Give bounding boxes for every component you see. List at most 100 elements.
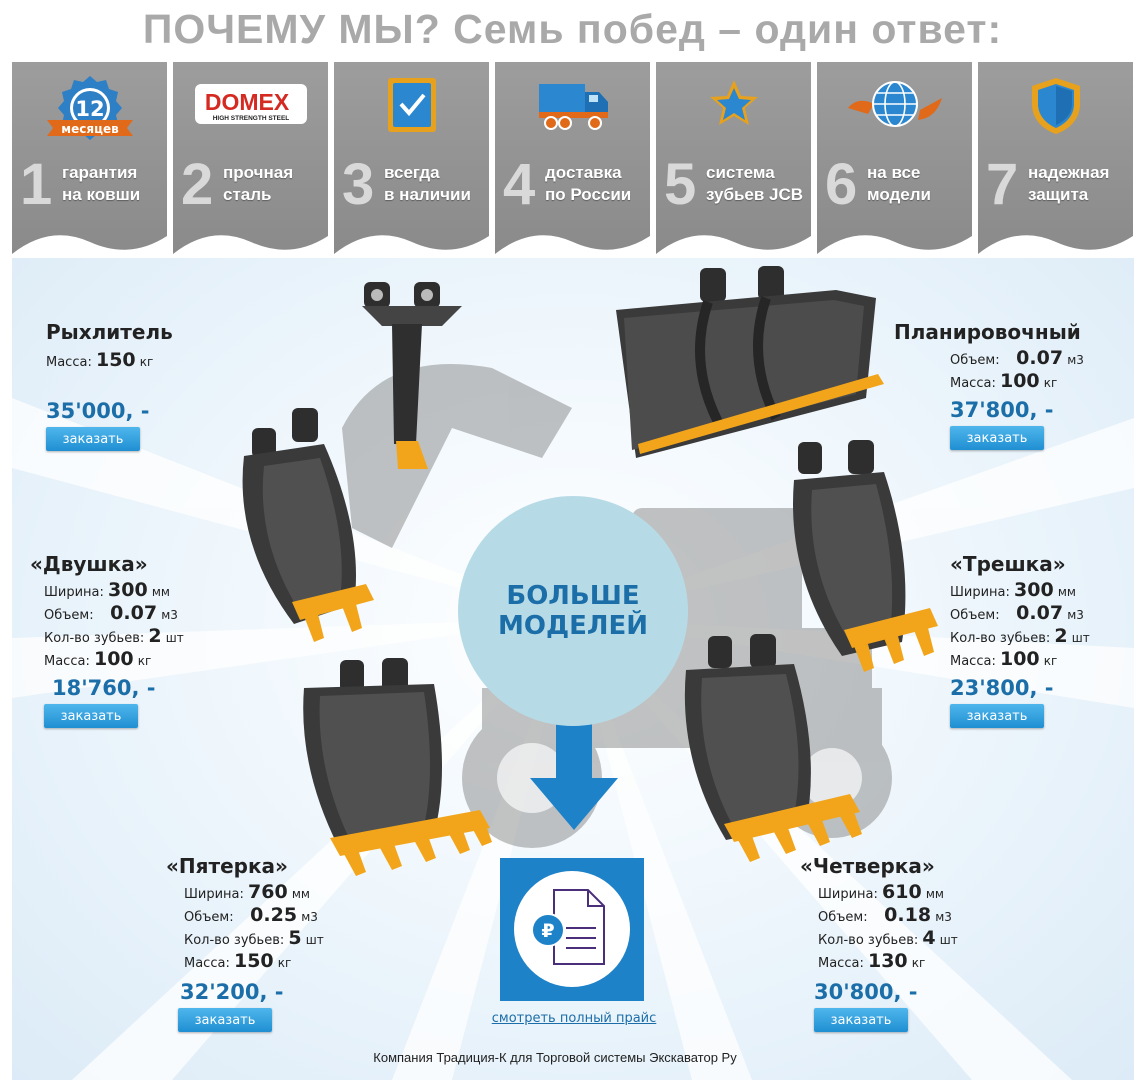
order-button[interactable]: заказать: [44, 704, 138, 728]
advantage-number: 6: [825, 152, 858, 217]
order-button[interactable]: заказать: [814, 1008, 908, 1032]
ruble-document-icon: ₽: [514, 871, 630, 987]
spec-row: Кол-во зубьев: 2 шт: [950, 625, 1090, 647]
order-button[interactable]: заказать: [178, 1008, 272, 1032]
product-name: «Пятерка»: [166, 854, 288, 878]
star-icon: [656, 74, 811, 144]
product-price: 23'800, -: [950, 676, 1054, 700]
pyaterka-bucket-image: [303, 658, 492, 876]
advantage-label: доставка по России: [545, 162, 649, 206]
spec-row: Масса: 100 кг: [950, 648, 1058, 670]
product-treshka: «Трешка» Ширина: 300 мм Объем: 0.07 м3 К…: [950, 552, 1090, 728]
spec-list: Объем: 0.07 м3 Масса: 100 кг 37'800, - з…: [894, 348, 1084, 450]
spec-row: Масса: 100 кг: [950, 370, 1058, 392]
advantage-label: гарантия на ковши: [62, 162, 166, 206]
price-list-card[interactable]: ₽: [500, 858, 644, 1001]
advantage-label-line2: модели: [867, 185, 932, 204]
advantage-label-line1: гарантия: [62, 163, 138, 182]
advantage-label: прочная сталь: [223, 162, 327, 206]
spec-list: Ширина: 300 мм Объем: 0.07 м3 Кол-во зуб…: [950, 580, 1090, 728]
advantage-label-line2: по России: [545, 185, 632, 204]
truck-icon: [495, 74, 650, 144]
advantage-tile-7: 7 надежная защита: [978, 62, 1133, 254]
spec-row: Кол-во зубьев: 2 шт: [44, 625, 184, 647]
spec-row: Масса: 100 кг: [44, 648, 152, 670]
more-models-line1: БОЛЬШЕ: [506, 581, 640, 611]
spec-row: Масса: 150 кг: [184, 950, 292, 972]
advantage-label: на все модели: [867, 162, 971, 206]
order-button[interactable]: заказать: [950, 426, 1044, 450]
domex-logo-subtext: HIGH STRENGTH STEEL: [212, 115, 289, 122]
advantage-label-line2: сталь: [223, 185, 272, 204]
advantage-label-line1: система: [706, 163, 775, 182]
advantage-number: 5: [664, 152, 697, 217]
product-dvushka: «Двушка» Ширина: 300 мм Объем: 0.07 м3 К…: [30, 552, 184, 728]
dvushka-bucket-image: [242, 408, 374, 642]
product-planing: Планировочный Объем: 0.07 м3 Масса: 100 …: [894, 320, 1084, 450]
product-price: 32'200, -: [180, 980, 284, 1004]
domex-logo-text: DOMEX: [204, 89, 289, 115]
product-chetverka: «Четверка» Ширина: 610 мм Объем: 0.18 м3…: [800, 854, 958, 1032]
globe-icon: [817, 74, 972, 144]
full-price-link[interactable]: смотреть полный прайс: [491, 1011, 657, 1026]
more-models-button[interactable]: БОЛЬШЕ МОДЕЛЕЙ: [458, 496, 688, 726]
advantage-number: 3: [342, 152, 375, 217]
warranty-badge-icon: 12 месяцев: [12, 74, 167, 144]
planing-bucket-image: [616, 266, 884, 458]
advantage-tile-1: 12 месяцев 1 гарантия на ковши: [12, 62, 167, 254]
advantage-label: всегда в наличии: [384, 162, 488, 206]
advantage-label: надежная защита: [1028, 162, 1132, 206]
advantages-strip: 12 месяцев 1 гарантия на ковши DOMEX HIG…: [12, 62, 1134, 254]
spec-row: Ширина: 300 мм: [950, 579, 1076, 601]
more-models-line2: МОДЕЛЕЙ: [497, 611, 648, 641]
spec-row: Кол-во зубьев: 4 шт: [818, 927, 958, 949]
spec-row: Объем: 0.18 м3: [818, 904, 952, 926]
warranty-badge-text: месяцев: [61, 122, 119, 136]
shield-icon: [978, 74, 1133, 144]
product-name: «Двушка»: [30, 552, 148, 576]
product-stage: БОЛЬШЕ МОДЕЛЕЙ ₽ смотреть полный прайс Р…: [12, 258, 1134, 1080]
advantage-tile-4: 4 доставка по России: [495, 62, 650, 254]
advantage-number: 1: [20, 152, 53, 217]
advantage-number: 7: [986, 152, 1019, 217]
advantage-label-line1: на все: [867, 163, 921, 182]
advantage-tile-6: 6 на все модели: [817, 62, 972, 254]
spec-row: Ширина: 300 мм: [44, 579, 170, 601]
product-pyaterka: «Пятерка» Ширина: 760 мм Объем: 0.25 м3 …: [166, 854, 324, 1032]
product-ripper: Рыхлитель Масса: 150 кг 35'000, - заказа…: [46, 320, 173, 451]
spec-list: Ширина: 610 мм Объем: 0.18 м3 Кол-во зуб…: [800, 882, 958, 974]
advantage-label-line2: зубьев JCB: [706, 185, 804, 204]
spec-row: Масса: 130 кг: [818, 950, 926, 972]
order-button[interactable]: заказать: [950, 704, 1044, 728]
advantage-label-line2: на ковши: [62, 185, 141, 204]
advantage-label-line1: всегда: [384, 163, 440, 182]
advantage-label-line2: защита: [1028, 185, 1089, 204]
chetverka-bucket-image: [684, 634, 862, 862]
spec-row: Объем: 0.07 м3: [950, 347, 1084, 369]
domex-logo-icon: DOMEX HIGH STRENGTH STEEL: [173, 74, 328, 144]
advantage-tile-2: DOMEX HIGH STRENGTH STEEL 2 прочная стал…: [173, 62, 328, 254]
advantage-tile-5: 5 система зубьев JCB: [656, 62, 811, 254]
spec-row: Объем: 0.07 м3: [950, 602, 1084, 624]
product-name: «Четверка»: [800, 854, 935, 878]
order-button[interactable]: заказать: [46, 427, 140, 451]
product-price: 35'000, -: [46, 399, 150, 423]
footer-caption: Компания Традиция-К для Торговой системы…: [373, 1050, 737, 1065]
checkbox-icon: [334, 74, 489, 144]
product-name: «Трешка»: [950, 552, 1066, 576]
spec-row: Объем: 0.07 м3: [44, 602, 178, 624]
spec-row: Ширина: 760 мм: [184, 881, 310, 903]
spec-list: Ширина: 300 мм Объем: 0.07 м3 Кол-во зуб…: [30, 580, 184, 728]
advantage-number: 2: [181, 152, 214, 217]
spec-list: Ширина: 760 мм Объем: 0.25 м3 Кол-во зуб…: [166, 882, 324, 974]
advantage-label: система зубьев JCB: [706, 162, 810, 206]
advantage-tile-3: 3 всегда в наличии: [334, 62, 489, 254]
ruble-symbol: ₽: [541, 920, 554, 942]
advantage-number: 4: [503, 152, 536, 217]
product-price: 18'760, -: [52, 676, 156, 700]
ripper-image: [362, 282, 462, 469]
warranty-badge-number: 12: [75, 97, 104, 121]
advantage-label-line1: надежная: [1028, 163, 1110, 182]
spec-row: Ширина: 610 мм: [818, 881, 944, 903]
